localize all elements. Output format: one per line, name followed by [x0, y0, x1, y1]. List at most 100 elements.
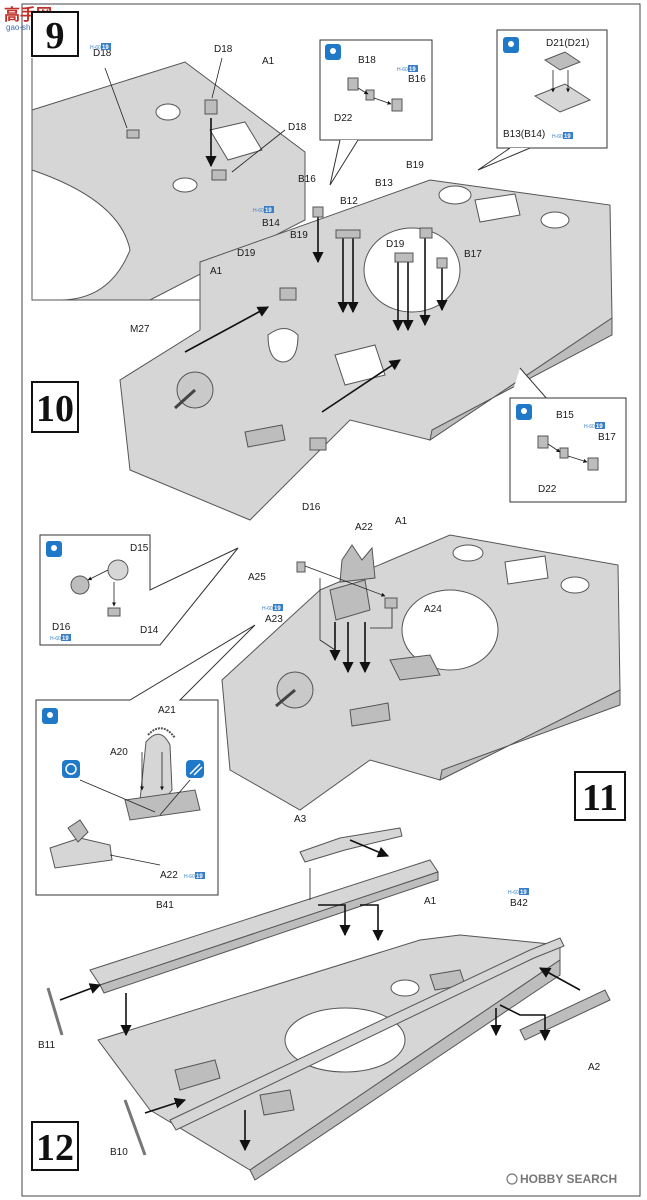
- engine-deck-opening: [504, 555, 549, 585]
- vent-opening: [452, 544, 484, 562]
- badge-number: 19: [196, 874, 203, 880]
- part-d15: [107, 559, 129, 581]
- label-a24: A24: [424, 604, 442, 615]
- hatch-opening: [209, 121, 263, 161]
- badge-number: 19: [520, 890, 527, 896]
- label-b15: B15: [556, 410, 574, 421]
- mg-barrel: [173, 388, 197, 410]
- hatch-bracket: [259, 1089, 295, 1116]
- arrow-b18: [357, 87, 369, 95]
- instruction-badge: H-60 19: [262, 604, 283, 612]
- inset-a20-a21: A21 A20 A22 H-60 19: [35, 624, 256, 896]
- badge-box: [61, 634, 71, 641]
- badge-number: 19: [564, 134, 571, 140]
- label-d16: D16: [302, 502, 321, 513]
- watermark-logo-icon: [506, 1173, 518, 1185]
- label-a2: A2: [588, 1062, 601, 1073]
- part-b12: [335, 229, 361, 239]
- label-b18: B18: [358, 55, 376, 66]
- arrow-d22: [373, 97, 392, 105]
- align-icon-ring: [65, 763, 77, 775]
- step-10: B18 B16 D22 H-60 19 D21(D21) B13(B14) H-…: [31, 29, 627, 521]
- badge-prefix: H-60: [397, 67, 408, 73]
- instruction-badge: H-60 19: [253, 206, 274, 214]
- badge-number: 19: [102, 45, 109, 51]
- part-b17: [587, 457, 599, 471]
- label-b17: B17: [464, 249, 482, 260]
- part-b18: [347, 77, 359, 91]
- leader-a25: [319, 578, 336, 651]
- part-a25: [296, 561, 306, 573]
- badge-prefix: H-60: [508, 890, 519, 896]
- label-b11: B11: [38, 1040, 55, 1051]
- badge-prefix: H-60: [552, 134, 563, 140]
- label-b14: B14: [262, 218, 280, 229]
- badge-box: [264, 206, 274, 213]
- part-d18-top: [204, 99, 218, 115]
- driver-visor: [174, 1059, 221, 1091]
- arrow-b15: [547, 443, 561, 453]
- leader-d18-left: [104, 67, 128, 129]
- inset-b18-b16: B18 B16 D22 H-60 19: [319, 39, 433, 141]
- step-11-number: 11: [582, 777, 618, 819]
- part-d18-left: [126, 129, 140, 139]
- label-a1-step9: A1: [262, 56, 275, 67]
- label-d14: D14: [140, 625, 159, 636]
- engine-deck-opening: [474, 193, 521, 223]
- turret-ring-opening: [31, 169, 131, 301]
- inset-d15-d16: D15 D16 D14 H-60 19: [39, 534, 239, 646]
- glue-icon-dot: [521, 408, 527, 414]
- part-d16: [70, 575, 90, 595]
- badge-number: 19: [596, 424, 603, 430]
- arrow-a2: [539, 967, 581, 991]
- part-d18-right: [211, 169, 227, 181]
- label-d16: D16: [52, 622, 71, 633]
- part-b16-hull: [312, 206, 324, 218]
- label-d19-left: D19: [237, 248, 256, 259]
- part-b13: [533, 83, 592, 113]
- callout-pointer-b18: [329, 139, 359, 186]
- part-a24: [384, 597, 398, 609]
- leader-align: [79, 779, 156, 813]
- glue-icon-dot: [51, 545, 57, 551]
- mg-barrel: [275, 688, 296, 708]
- badge-prefix: H-60: [262, 606, 273, 612]
- fender-b41-edge: [99, 871, 439, 994]
- step-9-number: 9: [46, 15, 65, 57]
- arrow-a25-a24: [304, 565, 386, 597]
- leader-paint: [159, 779, 191, 816]
- label-b12: B12: [340, 196, 358, 207]
- step-9-number-box: [31, 11, 79, 57]
- badge-box: [195, 872, 205, 879]
- label-m27: M27: [130, 324, 150, 335]
- glue-icon-dot: [508, 41, 514, 47]
- vent-opening-2: [172, 177, 198, 193]
- hatch-opening: [267, 328, 299, 363]
- part-b17: [436, 257, 448, 269]
- part-d14: [107, 607, 121, 617]
- hull-a1-edge: [249, 959, 561, 1181]
- part-b16: [391, 98, 403, 112]
- label-a22-bottom: A22: [160, 870, 178, 881]
- arrow-d15: [87, 569, 109, 581]
- part-d19-left: [279, 287, 297, 301]
- label-b41: B41: [156, 900, 174, 911]
- label-a3: A3: [294, 814, 307, 825]
- label-a23: A23: [265, 614, 283, 625]
- label-b42: B42: [510, 898, 528, 909]
- badge-number: 19: [265, 208, 272, 214]
- arrow-b11: [59, 983, 102, 1001]
- page-frame: [21, 3, 641, 1197]
- badge-box: [408, 65, 418, 72]
- glue-icon-dot: [47, 712, 53, 718]
- label-d15: D15: [130, 543, 149, 554]
- hull-side-edge: [439, 689, 621, 781]
- label-d18-top: D18: [214, 44, 233, 55]
- step-12-number: 12: [36, 1127, 74, 1169]
- label-a1-step11: A1: [395, 516, 408, 527]
- label-b13: B13: [375, 178, 393, 189]
- vent-opening: [390, 979, 420, 997]
- part-d21: [543, 51, 582, 71]
- badge-number: 19: [409, 67, 416, 73]
